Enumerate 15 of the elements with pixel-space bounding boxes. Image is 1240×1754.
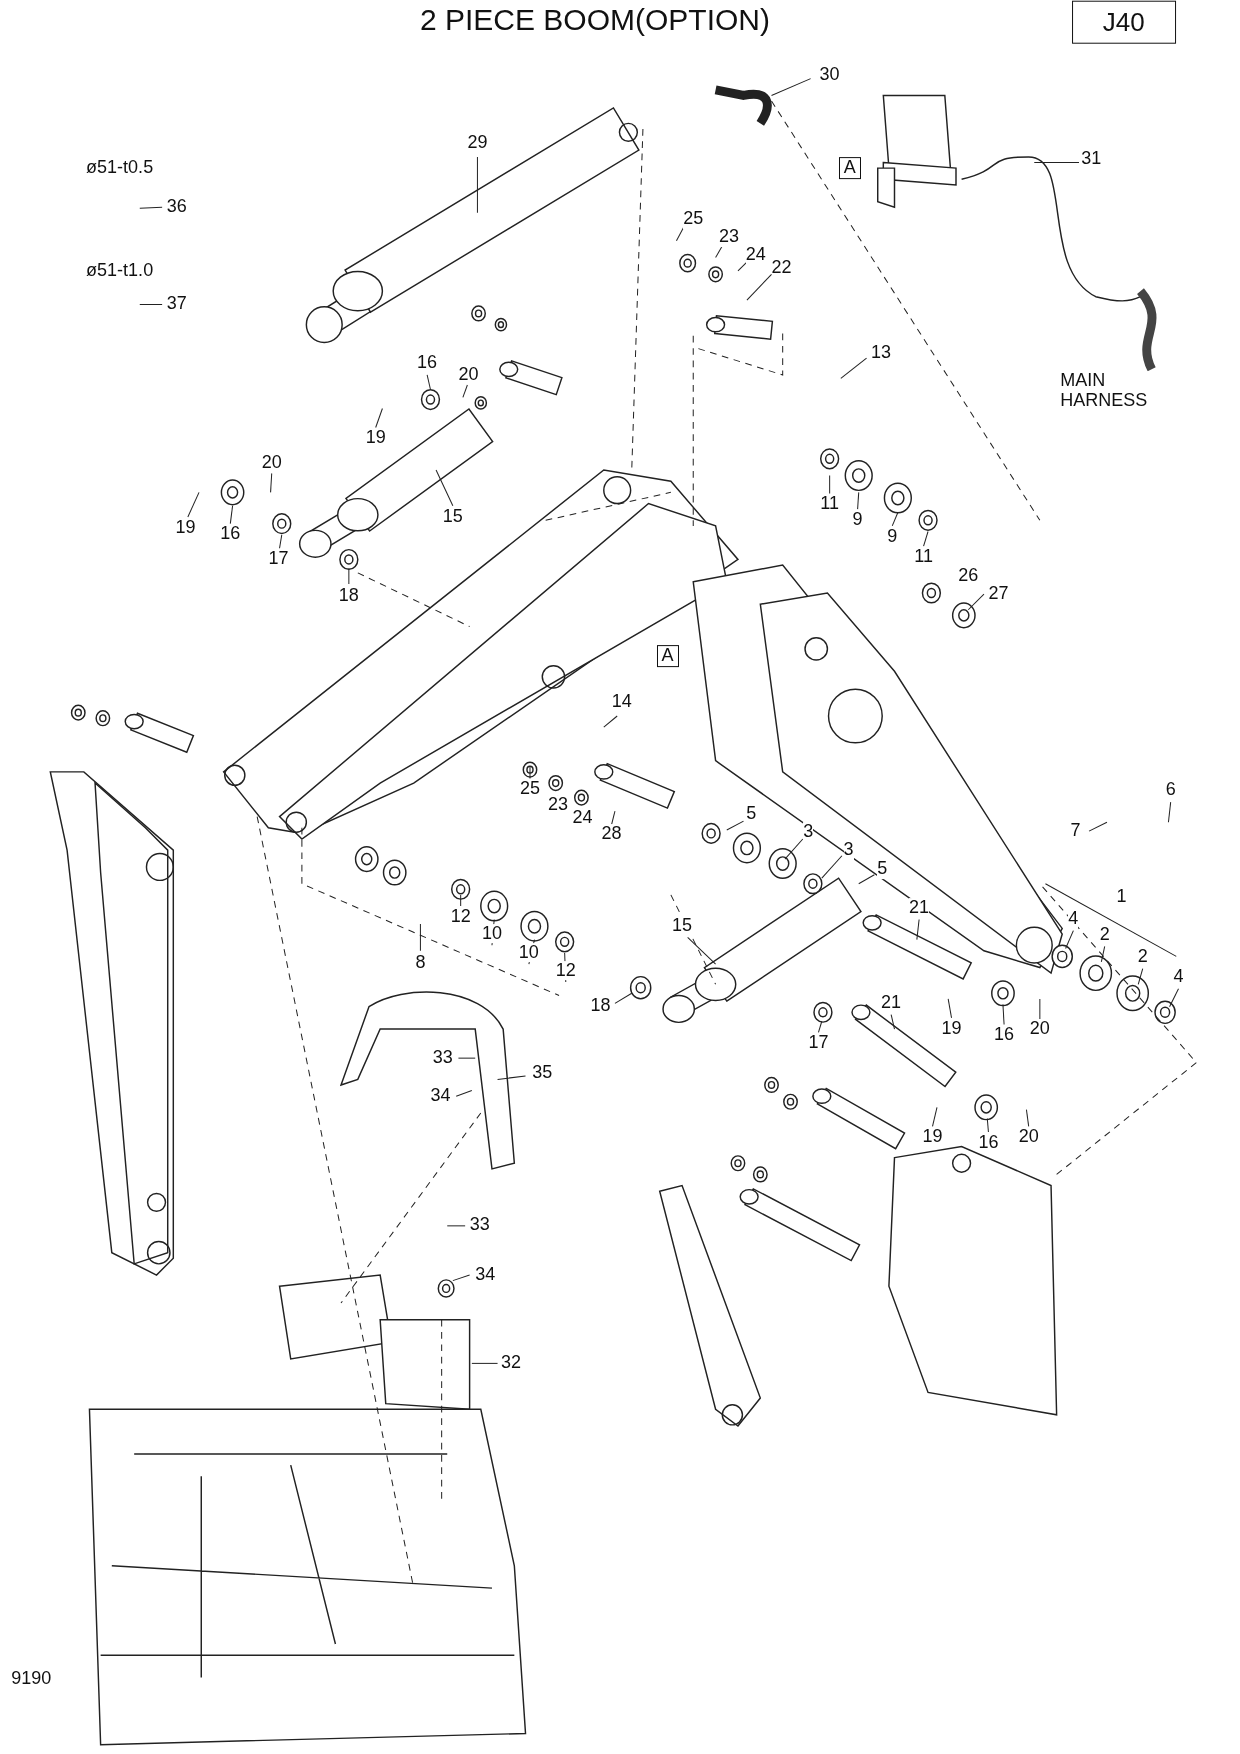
- callout-number: 15: [672, 915, 693, 936]
- callout-number: 4: [1068, 909, 1079, 929]
- callout-number: 5: [877, 858, 888, 879]
- callout-number: 10: [518, 942, 539, 963]
- reference-letter-box: A: [838, 156, 861, 179]
- callout-number: 24: [745, 245, 766, 265]
- callout-number: 25: [683, 209, 704, 230]
- reference-letter-box: A: [656, 645, 679, 668]
- callout-number: 3: [803, 821, 814, 842]
- callout-number: 10: [481, 923, 502, 944]
- title: 2 PIECE BOOM(OPTION): [420, 3, 770, 37]
- page-code-box: J40: [1071, 1, 1176, 44]
- callout-number: 23: [719, 227, 739, 247]
- callout-number: 3: [843, 839, 854, 860]
- callout-number: 12: [555, 960, 576, 981]
